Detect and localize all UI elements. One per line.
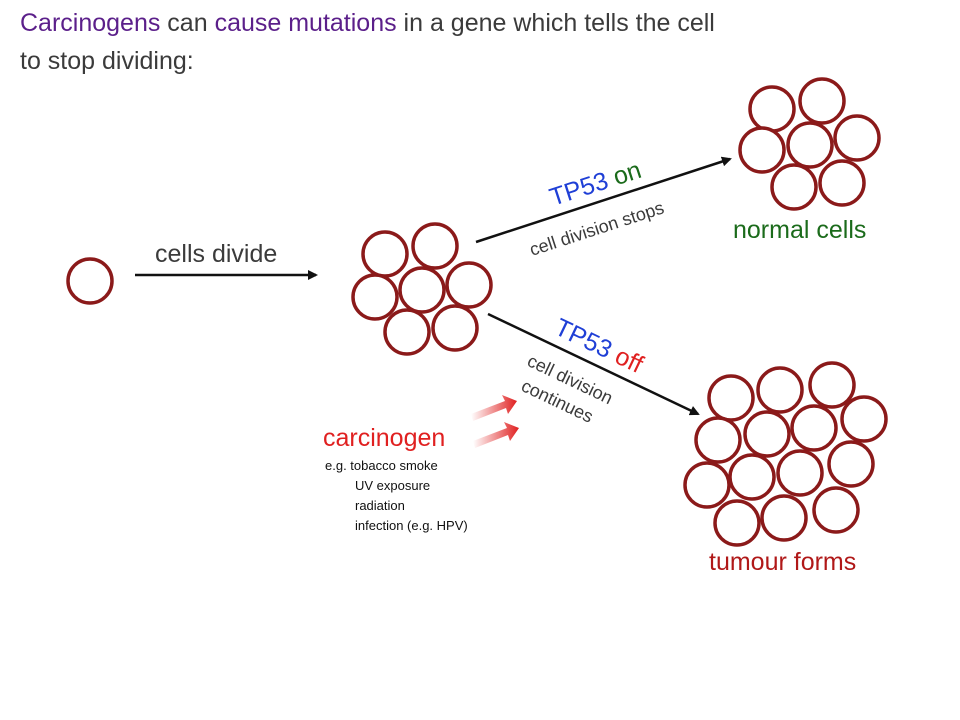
title-line-2: to stop dividing:	[20, 47, 194, 75]
tumour-cell	[694, 416, 742, 464]
carcinogen-arrows	[471, 395, 519, 448]
normal-cell	[748, 85, 796, 133]
normal-cell	[798, 77, 846, 125]
normal-cell	[738, 126, 786, 174]
example-item: UV exposure	[355, 478, 431, 493]
cluster-cell	[445, 261, 493, 309]
cluster-cell	[361, 230, 409, 278]
tumour-cell	[776, 449, 824, 497]
tumour-cell	[743, 410, 791, 458]
normal-cell	[818, 159, 866, 207]
example-item: infection (e.g. HPV)	[355, 518, 468, 533]
tumour-cell	[812, 486, 860, 534]
tumour-cell	[713, 499, 761, 547]
cells-divide-label: cells divide	[155, 240, 277, 268]
tumour-cell	[827, 440, 875, 488]
tp53-off-arrow	[487, 312, 700, 416]
tumour-cell	[707, 374, 755, 422]
carcinogen-examples: e.g. tobacco smoke UV exposure radiation…	[325, 456, 468, 536]
cluster-cell	[411, 222, 459, 270]
title-carcinogens: Carcinogens	[20, 9, 161, 37]
cluster-cell	[351, 273, 399, 321]
tp53-gene-name: TP53	[550, 313, 616, 364]
example-intro: e.g. tobacco smoke	[325, 458, 438, 473]
cluster-cell	[398, 266, 446, 314]
title-cause-mutations: cause mutations	[214, 9, 397, 37]
example-item: radiation	[355, 498, 405, 513]
normal-cell	[786, 121, 834, 169]
tumour-forms-label: tumour forms	[709, 548, 856, 576]
division-stops-label: cell division stops	[527, 198, 666, 260]
title-can: can	[160, 9, 215, 37]
tumour-cell	[683, 461, 731, 509]
tumour-cell	[760, 494, 808, 542]
tp53-gene-name: TP53	[546, 167, 611, 212]
normal-cell	[770, 163, 818, 211]
normal-cell-cluster	[738, 77, 881, 211]
carcinogen-arrow-icon	[471, 395, 517, 421]
tumour-cell	[808, 361, 856, 409]
slide-title: Carcinogens can cause mutations in a gen…	[20, 4, 920, 80]
cluster-cell	[431, 304, 479, 352]
carcinogen-label: carcinogen	[323, 424, 445, 452]
tp53-on-arrow	[475, 156, 732, 244]
normal-cell	[833, 114, 881, 162]
tumour-cell	[790, 404, 838, 452]
single-cell	[66, 257, 114, 305]
title-rest: in a gene which tells the cell	[396, 9, 715, 37]
tumour-cell	[756, 366, 804, 414]
dividing-cell-cluster	[351, 222, 493, 356]
tumour-cell	[840, 395, 888, 443]
tumour-cell-cluster	[683, 361, 888, 547]
carcinogen-arrow-icon	[473, 422, 519, 448]
tumour-cell	[728, 453, 776, 501]
cluster-cell	[383, 308, 431, 356]
normal-cells-label: normal cells	[733, 216, 866, 244]
